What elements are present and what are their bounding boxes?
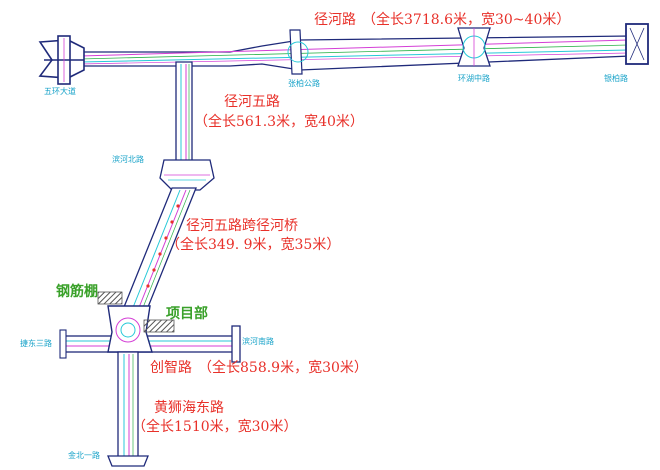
- jinghe-road: [77, 35, 631, 71]
- bridge-spec: （全长349. 9米，宽35米）: [166, 236, 340, 253]
- wuhuan-label: 五环大道: [44, 86, 76, 96]
- jinghe5-road-spec: （全长561.3米，宽40米）: [194, 113, 364, 130]
- jinbei1-label: 金北一路: [68, 450, 100, 460]
- huangshi-road: [107, 351, 149, 467]
- jinghe-road-spec: （全长3718.6米，宽30~40米）: [362, 11, 570, 28]
- zhangbogong-intersection: [287, 29, 309, 75]
- yinbai-label: 银柏路: [604, 73, 628, 83]
- chuangzhi-road-spec: （全长858.9米，宽30米）: [198, 359, 368, 376]
- binhenan-label: 滨河南路: [242, 336, 274, 346]
- jinghe-road-name: 径河路: [314, 12, 356, 28]
- project-dept-block: [143, 319, 175, 333]
- bridge-name: 径河五路跨径河桥: [186, 218, 298, 234]
- chuangzhi-road: [59, 325, 241, 363]
- project-dept-label: 项目部: [166, 305, 208, 322]
- rebar-shed-block: [97, 291, 123, 305]
- zhangbogong-label: 张柏公路: [288, 78, 320, 88]
- rebar-shed-label: 钢筋棚: [56, 283, 98, 300]
- huanhuzhong-intersection: [457, 27, 491, 67]
- wuhuan-interchange: [38, 35, 85, 85]
- binhebei-label: 滨河北路: [112, 154, 144, 164]
- jinghe5-road: [175, 61, 193, 163]
- huangshi-road-name: 黄狮海东路: [154, 399, 224, 416]
- huangshi-road-spec: （全长1510米，宽30米）: [132, 418, 297, 435]
- binhebei-intersection: [159, 159, 215, 191]
- jiedong3-label: 捷东三路: [20, 338, 52, 348]
- chuangzhi-road-name: 创智路: [150, 360, 192, 376]
- huanhuzhong-label: 环湖中路: [458, 73, 490, 83]
- yinbai-terminal: [625, 23, 649, 65]
- chuangzhi-junction: [107, 305, 153, 353]
- jinghe5-road-name: 径河五路: [224, 94, 280, 110]
